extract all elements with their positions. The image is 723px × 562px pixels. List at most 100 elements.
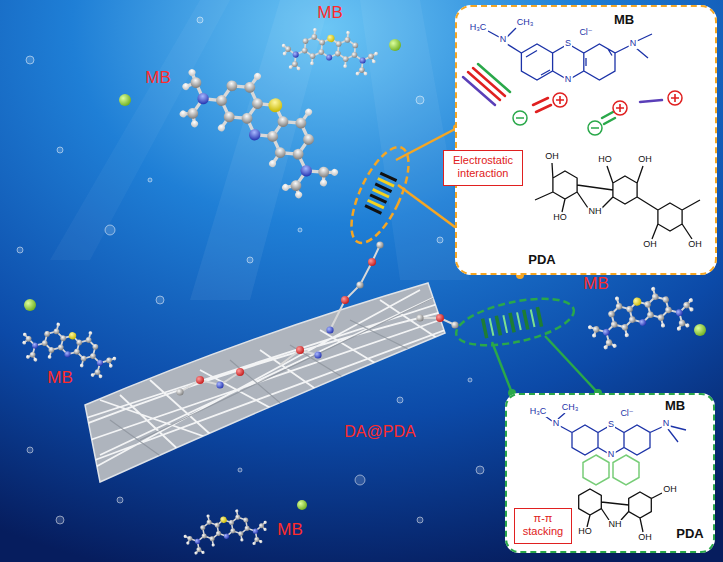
mechanism-text: π-π stacking [518,512,568,537]
bubbles [437,237,443,243]
polydopamine-chains [314,351,321,358]
inset-title: MB [665,399,685,413]
bubbles [197,17,203,23]
atom-label: N [629,39,638,49]
methylene-blue-molecules [119,94,131,106]
polydopamine-chains [236,368,244,376]
sea-background [50,0,230,260]
electrostatic-inset-art [516,118,599,128]
bubbles [298,228,302,232]
atom-label: H₃C [469,23,488,33]
electrostatic-inset-art [556,94,679,112]
stacking-zone [483,307,542,338]
stacking-zone [452,290,578,354]
atom-label: N [564,75,573,85]
atom-label: S [607,420,615,430]
atom-label: OH [642,240,658,250]
electrostatic-inset-art [640,100,662,102]
bubbles [416,96,424,104]
polydopamine-chains [196,376,204,384]
electrostatic-zone [365,173,397,213]
bubbles [468,378,472,382]
inset-title: PDA [676,527,703,541]
electrostatic-inset-art [602,112,615,124]
methylene-blue-molecules [297,500,307,510]
membrane-label: DA@PDA [344,423,415,441]
bubbles [476,466,484,474]
interaction-inset: MBPDAElectrostatic interaction [455,5,717,275]
bubbles [56,516,64,524]
nanofiber-membrane [70,283,450,482]
bubbles [417,517,423,523]
atom-label: OH [662,485,678,495]
polydopamine-chains [376,241,383,248]
nanofiber-membrane [70,290,450,470]
polydopamine-chains [326,326,333,333]
electrostatic-inset-art [478,64,510,92]
sea-background [190,0,330,300]
electrostatic-inset-art [463,64,662,124]
inset-title: MB [614,13,634,27]
nanofiber-membrane [70,290,450,470]
dye-label: MB [47,369,73,388]
atom-label: N [607,450,616,460]
stacking-zone [452,290,602,397]
electrostatic-inset-art [488,28,652,58]
inset-title: PDA [528,253,555,267]
atom-label: N [499,35,508,45]
stacking-inset-art [505,393,715,553]
methylene-blue-molecules [694,324,706,336]
stacking-zone [483,307,542,338]
bubbles [156,296,164,304]
atom-label: N [662,419,671,429]
mechanism-text: Electrostatic interaction [447,154,519,179]
atom-label: HO [577,527,593,537]
electrostatic-zone [340,139,420,250]
atom-label: NH [588,207,603,217]
bubbles [117,497,123,503]
polydopamine-chains [176,241,458,395]
bubbles [247,257,253,263]
bubbles [27,447,33,453]
atom-label: Cl⁻ [578,28,593,38]
stacking-inset-art [579,489,662,532]
polydopamine-chains [416,314,423,321]
bubbles [397,397,403,403]
sea-background [360,0,470,280]
methylene-blue-molecules [389,39,401,51]
mechanism-box: Electrostatic interaction [443,150,523,186]
bubbles [57,147,63,153]
electrostatic-inset-art [455,5,717,275]
atom-label: OH [687,240,703,250]
stacking-inset-art [545,413,686,455]
dye-label: MB [583,275,609,294]
polydopamine-chains [176,388,183,395]
atom-label: OH [637,533,653,543]
bubbles [17,247,23,253]
methylene-blue-molecules [181,505,271,557]
bubbles [148,178,152,182]
electrostatic-inset-art [535,163,700,239]
nanofiber-membrane [85,283,445,482]
polydopamine-chains [341,296,349,304]
atom-label: S [564,39,572,49]
bubbles [17,17,484,524]
methylene-blue-molecules [164,39,359,210]
electrostatic-zone [368,179,394,208]
methylene-blue-molecules [280,25,380,77]
atom-label: NH [608,520,623,530]
methylene-blue-molecules [24,299,36,311]
atom-label: OH [637,155,653,165]
polydopamine-chains [216,381,223,388]
atom-label: CH₃ [516,18,535,28]
atom-label: OH [544,152,560,162]
mechanism-box: π-π stacking [514,508,572,544]
electrostatic-inset-art [463,77,495,105]
electrostatic-inset-art [533,98,551,112]
polydopamine-chains [356,281,363,288]
stacking-zone [492,336,598,393]
atom-label: HO [597,155,613,165]
